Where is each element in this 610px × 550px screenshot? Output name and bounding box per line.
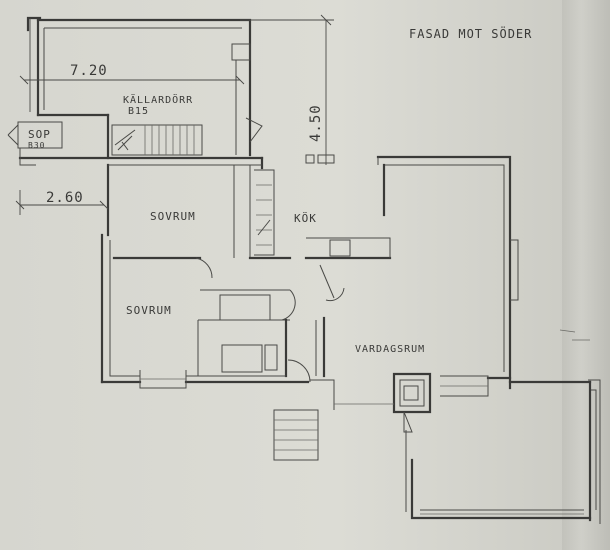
edge-marks bbox=[559, 329, 590, 341]
interior-walls bbox=[112, 163, 392, 378]
fireplace bbox=[392, 372, 432, 433]
windows bbox=[139, 157, 519, 397]
dimension-vertical-label: 4.50 bbox=[308, 104, 324, 142]
room-label-bedroom-1: SOVRUM bbox=[150, 210, 196, 223]
room-label-bedroom-2: SOVRUM bbox=[126, 304, 172, 317]
chimney-detail bbox=[305, 154, 335, 164]
dimension-top-width-label: 7.20 bbox=[70, 63, 108, 79]
sop-label: SOP bbox=[28, 128, 51, 141]
cellar-door-label: KÄLLARDÖRR bbox=[123, 93, 193, 106]
main-house-walls bbox=[18, 155, 592, 390]
dimension-left-width-label: 2.60 bbox=[46, 190, 84, 206]
cellar-stair bbox=[111, 124, 203, 156]
kitchen-fixtures bbox=[254, 169, 351, 257]
dimension-vertical bbox=[240, 14, 334, 165]
dimension-top-width bbox=[19, 18, 245, 112]
facade-note: FASAD MOT SÖDER bbox=[409, 25, 532, 41]
cellar-door-code: B15 bbox=[128, 106, 149, 117]
entry-steps bbox=[273, 379, 394, 461]
sop-connector bbox=[19, 148, 36, 166]
annex-walls bbox=[26, 16, 252, 160]
sop-box bbox=[7, 121, 63, 149]
door-swings bbox=[117, 135, 345, 383]
sop-code: B30 bbox=[28, 141, 45, 150]
dimension-left-width bbox=[15, 190, 109, 215]
room-label-living-room: VARDAGSRUM bbox=[355, 344, 425, 355]
terrace bbox=[405, 379, 601, 524]
annex-corner-detail bbox=[245, 117, 263, 143]
paper-fold bbox=[562, 0, 610, 550]
room-label-kitchen: KÖK bbox=[294, 212, 317, 225]
